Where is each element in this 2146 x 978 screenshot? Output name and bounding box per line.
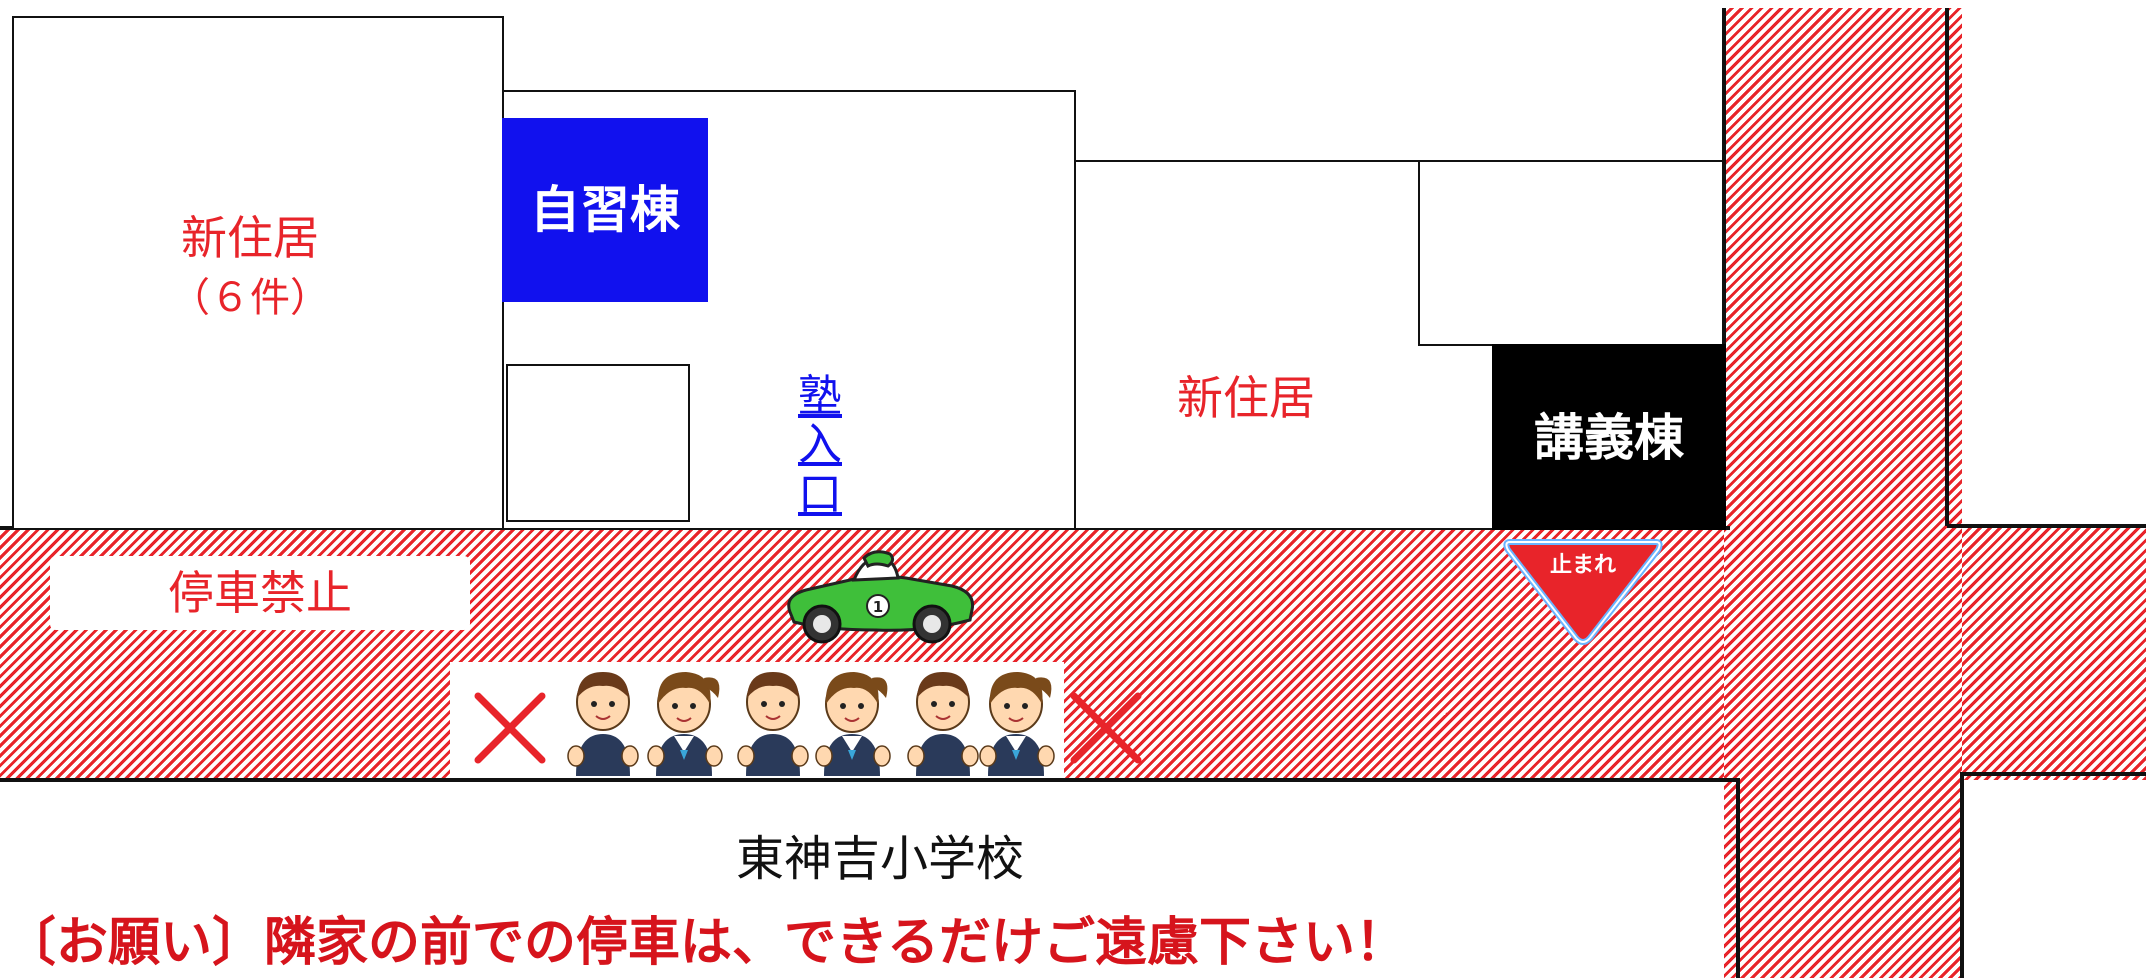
entrance-label-1: 塾 xyxy=(798,371,842,422)
student-figure-icon xyxy=(736,664,810,776)
student-figure-icon xyxy=(906,664,980,776)
stop-sign-label: 止まれ xyxy=(1549,553,1616,578)
x-mark-icon xyxy=(470,688,550,768)
new-residence-middle-label: 新住居 xyxy=(1177,371,1315,425)
road-vertical xyxy=(1724,8,1962,978)
entrance-label-3: 口 xyxy=(798,469,842,520)
stop-sign-icon xyxy=(1500,534,1666,646)
car-number: 1 xyxy=(873,598,883,616)
study-building-label: 自習棟 xyxy=(530,181,680,239)
road-edge-bottom-right xyxy=(1960,772,2146,776)
new-residence-left-count: （６件） xyxy=(170,275,330,321)
building-corner xyxy=(1418,160,1724,346)
student-figure-icon xyxy=(644,664,726,776)
study-building xyxy=(502,118,708,302)
x-mark-icon xyxy=(1066,688,1146,768)
no-stopping-sign xyxy=(50,556,470,630)
student-figure-icon xyxy=(976,664,1058,776)
race-car-icon: 1 xyxy=(776,548,978,648)
road-edge-vertical-right-upper xyxy=(1945,8,1949,526)
lecture-building xyxy=(1492,344,1726,530)
lecture-building-label: 講義棟 xyxy=(1534,409,1684,467)
road-edge-vertical-right-lower xyxy=(1960,772,1964,978)
new-residence-left-label: 新住居 xyxy=(181,211,319,265)
request-notice: 〔お願い〕隣家の前での停車は、できるだけご遠慮下さい！ xyxy=(4,912,1407,973)
entrance-label-2: 入 xyxy=(798,419,842,470)
no-stopping-label: 停車禁止 xyxy=(168,566,352,620)
road-edge-vertical-left-lower xyxy=(1736,778,1740,978)
road-edge-bottom-left xyxy=(0,778,1740,782)
school-label: 東神吉小学校 xyxy=(735,831,1024,887)
road-edge-top-right xyxy=(1947,524,2146,528)
building-small-annex xyxy=(506,364,690,522)
student-figure-icon xyxy=(566,664,640,776)
student-figure-icon xyxy=(812,664,894,776)
